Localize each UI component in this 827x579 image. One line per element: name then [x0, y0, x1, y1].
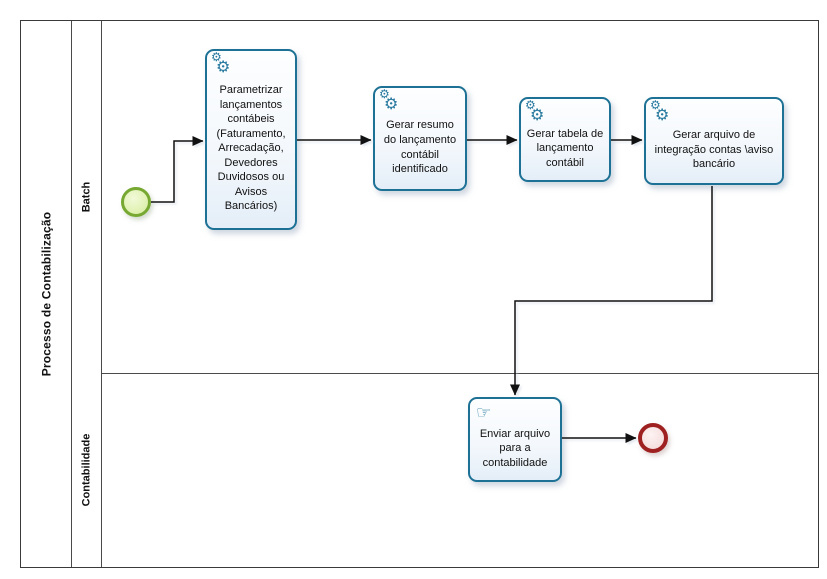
gear-big-glyph: ⚙	[655, 105, 670, 124]
task-parametrizar-lancamentos[interactable]: ⚙ ⚙ Parametrizar lançamentos contábeis (…	[205, 49, 297, 230]
gear-small-glyph: ⚙	[650, 98, 661, 112]
task-label: Gerar tabela de lançamento contábil	[526, 127, 604, 169]
lane-contabilidade: Contabilidade	[71, 373, 101, 567]
start-event[interactable]	[121, 187, 151, 217]
gear-big-glyph: ⚙	[216, 57, 231, 76]
service-gear-icon: ⚙ ⚙	[211, 50, 239, 78]
gear-big-glyph: ⚙	[530, 105, 545, 124]
gear-big-glyph: ⚙	[384, 94, 399, 113]
task-gerar-arquivo-integracao[interactable]: ⚙ ⚙ Gerar arquivo de integração contas \…	[644, 97, 784, 185]
task-label: Parametrizar lançamentos contábeis (Fatu…	[216, 84, 286, 213]
lane-batch: Batch	[71, 21, 101, 373]
task-gerar-resumo-lancamento[interactable]: ⚙ ⚙ Gerar resumo do lançamento contábil …	[373, 86, 467, 191]
gear-small-glyph: ⚙	[211, 50, 222, 64]
lane-contabilidade-label: Contabilidade	[80, 433, 93, 507]
lane-divider	[101, 373, 818, 374]
service-gear-icon: ⚙ ⚙	[650, 98, 678, 126]
service-gear-icon: ⚙ ⚙	[379, 87, 407, 115]
pool-header-divider	[71, 21, 72, 567]
lane-batch-label: Batch	[80, 181, 92, 213]
gear-small-glyph: ⚙	[379, 87, 390, 101]
lane-label-divider	[101, 21, 102, 567]
manual-hand-icon: ☞	[474, 400, 502, 426]
task-gerar-tabela-lancamento[interactable]: ⚙ ⚙ Gerar tabela de lançamento contábil	[519, 97, 611, 182]
hand-glyph: ☞	[476, 403, 492, 423]
gear-small-glyph: ⚙	[525, 98, 536, 112]
task-label: Gerar arquivo de integração contas \avis…	[654, 129, 774, 171]
task-label: Enviar arquivo para a contabilidade	[479, 427, 551, 469]
end-event[interactable]	[638, 423, 668, 453]
service-gear-icon: ⚙ ⚙	[525, 98, 553, 126]
task-enviar-arquivo-contabilidade[interactable]: ☞ Enviar arquivo para a contabilidade	[468, 397, 562, 482]
pool-header: Processo de Contabilização	[21, 21, 71, 567]
pool-label: Processo de Contabilização	[39, 211, 53, 377]
task-label: Gerar resumo do lançamento contábil iden…	[383, 119, 457, 176]
